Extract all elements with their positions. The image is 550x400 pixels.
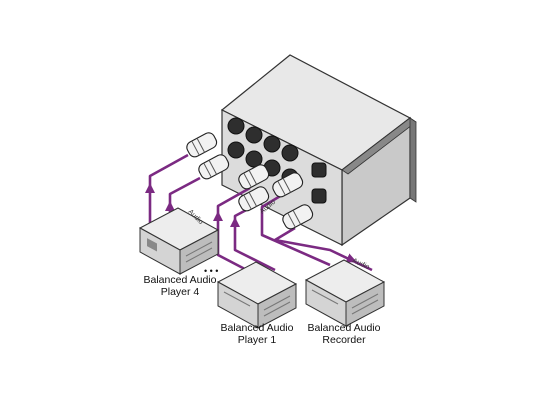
xlr-connector bbox=[227, 141, 245, 159]
cable-player1-b bbox=[233, 206, 276, 272]
label-line: Balanced Audio bbox=[307, 322, 381, 334]
xlr-plugs bbox=[186, 132, 314, 230]
label-recorder: Balanced Audio Recorder bbox=[294, 322, 394, 346]
xlr-connector bbox=[227, 117, 245, 135]
xlr-plug bbox=[198, 154, 230, 180]
xlr-plug bbox=[238, 164, 270, 190]
label-line: Player 4 bbox=[160, 286, 200, 298]
xlr-plug bbox=[238, 186, 270, 212]
label-line: Balanced Audio bbox=[220, 322, 294, 334]
switcher-unit bbox=[220, 54, 417, 247]
ellipsis-more-players: • • • bbox=[204, 266, 218, 276]
xlr-output-connector bbox=[311, 162, 327, 178]
xlr-connector bbox=[245, 126, 263, 144]
label-line: Recorder bbox=[322, 334, 366, 346]
xlr-connectors bbox=[227, 117, 327, 204]
device-player4 bbox=[138, 207, 220, 275]
label-line: Balanced Audio bbox=[143, 274, 217, 286]
label-line: Player 1 bbox=[237, 334, 277, 346]
xlr-plug bbox=[186, 132, 218, 158]
label-player1: Balanced Audio Player 1 bbox=[207, 322, 307, 346]
cable-recorder-a bbox=[260, 193, 331, 267]
device-recorder bbox=[304, 259, 386, 327]
xlr-connector bbox=[263, 135, 281, 153]
xlr-connector bbox=[281, 144, 299, 162]
label-player4: Balanced Audio Player 4 bbox=[130, 274, 230, 298]
device-player1 bbox=[216, 261, 298, 329]
xlr-output-connector bbox=[311, 188, 327, 204]
xlr-plug bbox=[272, 172, 304, 198]
xlr-plug bbox=[282, 204, 314, 230]
